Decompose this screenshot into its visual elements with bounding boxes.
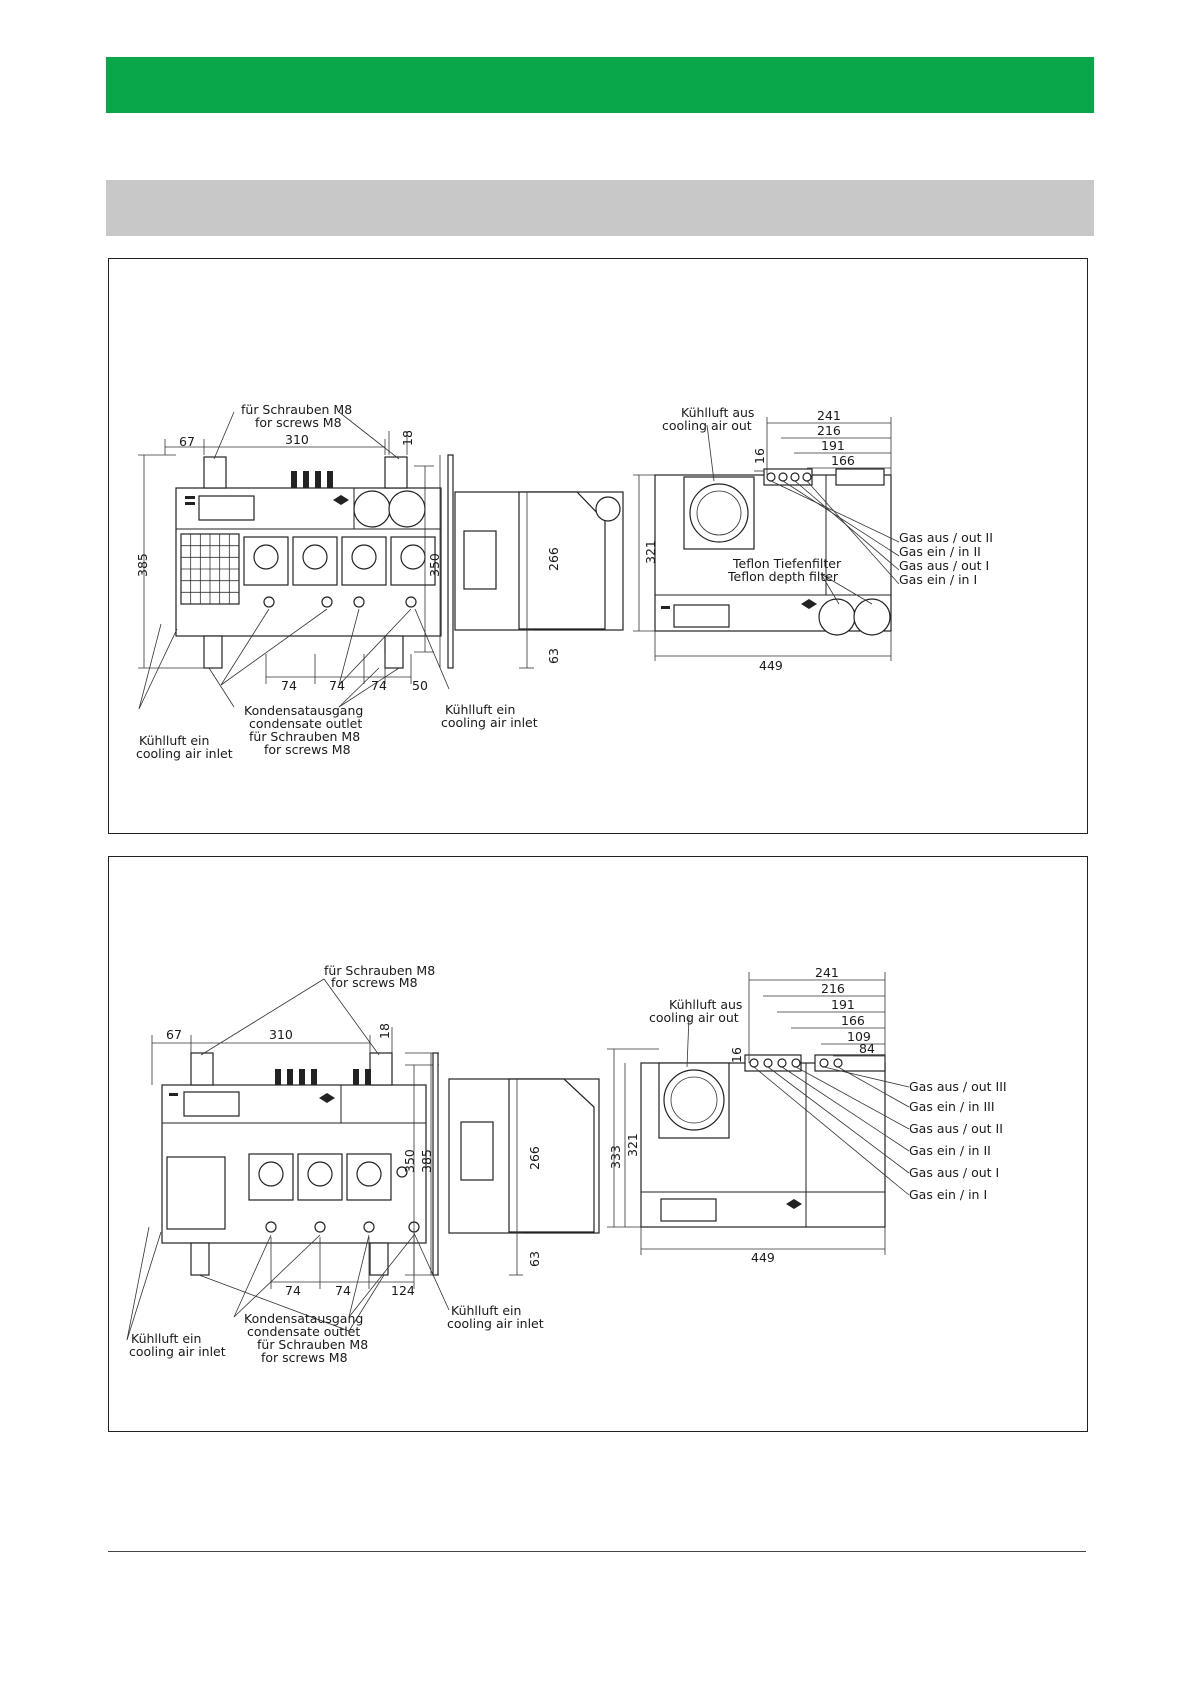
dim-385: 385 <box>419 1149 434 1173</box>
dim-166: 166 <box>831 453 855 468</box>
dim-216: 216 <box>817 423 841 438</box>
dim-74-a: 74 <box>285 1283 301 1298</box>
label-gas-out-1: Gas aus / out I <box>909 1165 999 1180</box>
label-air-in-en-right: cooling air inlet <box>441 715 538 730</box>
header-bar <box>106 57 1094 113</box>
label-air-in-en-right: cooling air inlet <box>447 1316 544 1331</box>
side-view-1 <box>439 454 624 669</box>
dim-50: 50 <box>412 678 428 693</box>
dim-67: 67 <box>179 434 195 449</box>
dim-74-c: 74 <box>371 678 387 693</box>
front-view-2 <box>126 978 450 1341</box>
labels-2: für Schrauben M8 for screws M8 67 310 18… <box>129 963 1007 1365</box>
dim-16: 16 <box>752 448 767 464</box>
label-screws-de-bottom: für Schrauben M8 <box>257 1337 368 1352</box>
label-air-in-de-left: Kühlluft ein <box>131 1331 201 1346</box>
label-air-out-de: Kühlluft aus <box>669 997 742 1012</box>
dim-321: 321 <box>625 1133 640 1157</box>
label-air-in-en-left: cooling air inlet <box>129 1344 226 1359</box>
label-gas-in-3: Gas ein / in III <box>909 1099 995 1114</box>
label-filter-en: Teflon depth filter <box>727 569 839 584</box>
dim-449: 449 <box>759 658 783 673</box>
dim-266: 266 <box>546 547 561 571</box>
label-air-in-de-right: Kühlluft ein <box>445 702 515 717</box>
figure-panel-1: für Schrauben M8 for screws M8 67 310 18… <box>108 258 1088 834</box>
technical-drawing-2: für Schrauben M8 for screws M8 67 310 18… <box>126 963 1007 1365</box>
top-view-1 <box>633 417 900 661</box>
technical-drawing-1: für Schrauben M8 for screws M8 67 310 18… <box>135 402 993 761</box>
dim-241: 241 <box>817 408 841 423</box>
label-gas-in-2: Gas ein / in II <box>909 1143 991 1158</box>
label-air-out-en: cooling air out <box>649 1010 739 1025</box>
dim-350: 350 <box>427 553 442 577</box>
label-air-in-en-left: cooling air inlet <box>136 746 233 761</box>
dim-124: 124 <box>391 1283 415 1298</box>
label-screws-en-top: for screws M8 <box>255 415 342 430</box>
figure-panel-2: für Schrauben M8 for screws M8 67 310 18… <box>108 856 1088 1432</box>
label-screws-de-top: für Schrauben M8 <box>324 963 435 978</box>
label-air-in-de-right: Kühlluft ein <box>451 1303 521 1318</box>
dim-216: 216 <box>821 981 845 996</box>
label-filter-de: Teflon Tiefenfilter <box>732 556 842 571</box>
dim-67: 67 <box>166 1027 182 1042</box>
dim-191: 191 <box>831 997 855 1012</box>
label-screws-en-bottom: for screws M8 <box>264 742 351 757</box>
vent-grid-1 <box>180 533 240 605</box>
label-screws-en-bottom: for screws M8 <box>261 1350 348 1365</box>
label-gas-in-1: Gas ein / in I <box>909 1187 987 1202</box>
dim-310: 310 <box>269 1027 293 1042</box>
dim-18: 18 <box>377 1023 392 1039</box>
label-gas-out-1: Gas aus / out I <box>899 558 989 573</box>
top-view-2 <box>607 972 910 1255</box>
label-condensate-de: Kondensatausgang <box>244 1311 363 1326</box>
dim-74-b: 74 <box>335 1283 351 1298</box>
footer-rule <box>108 1551 1086 1552</box>
label-condensate-en: condensate outlet <box>247 1324 360 1339</box>
dim-310: 310 <box>285 432 309 447</box>
dim-166: 166 <box>841 1013 865 1028</box>
label-condensate-en: condensate outlet <box>249 716 362 731</box>
dim-321: 321 <box>643 540 658 564</box>
label-screws-en-top: for screws M8 <box>331 975 418 990</box>
section-title-bar <box>106 180 1094 236</box>
label-gas-in-2: Gas ein / in II <box>899 544 981 559</box>
dim-74-b: 74 <box>329 678 345 693</box>
label-air-out-de: Kühlluft aus <box>681 405 754 420</box>
dim-385: 385 <box>135 553 150 577</box>
front-view-1 <box>138 411 450 710</box>
label-gas-out-3: Gas aus / out III <box>909 1079 1007 1094</box>
dim-16: 16 <box>729 1047 744 1063</box>
dim-333: 333 <box>608 1145 623 1169</box>
dim-84: 84 <box>859 1041 875 1056</box>
dim-109: 109 <box>847 1029 871 1044</box>
dim-266: 266 <box>527 1146 542 1170</box>
label-gas-out-2: Gas aus / out II <box>909 1121 1003 1136</box>
dim-191: 191 <box>821 438 845 453</box>
label-condensate-de: Kondensatausgang <box>244 703 363 718</box>
dim-350: 350 <box>402 1149 417 1173</box>
dim-74-a: 74 <box>281 678 297 693</box>
dim-63: 63 <box>546 648 561 664</box>
dim-63: 63 <box>527 1251 542 1267</box>
label-gas-in-1: Gas ein / in I <box>899 572 977 587</box>
labels-1: für Schrauben M8 for screws M8 67 310 18… <box>135 402 993 761</box>
dim-241: 241 <box>815 965 839 980</box>
label-air-in-de-left: Kühlluft ein <box>139 733 209 748</box>
label-screws-de-top: für Schrauben M8 <box>241 402 352 417</box>
side-view-2 <box>432 1052 600 1276</box>
label-air-out-en: cooling air out <box>662 418 752 433</box>
label-gas-out-2: Gas aus / out II <box>899 530 993 545</box>
dim-18: 18 <box>400 430 415 446</box>
label-screws-de-bottom: für Schrauben M8 <box>249 729 360 744</box>
dim-449: 449 <box>751 1250 775 1265</box>
